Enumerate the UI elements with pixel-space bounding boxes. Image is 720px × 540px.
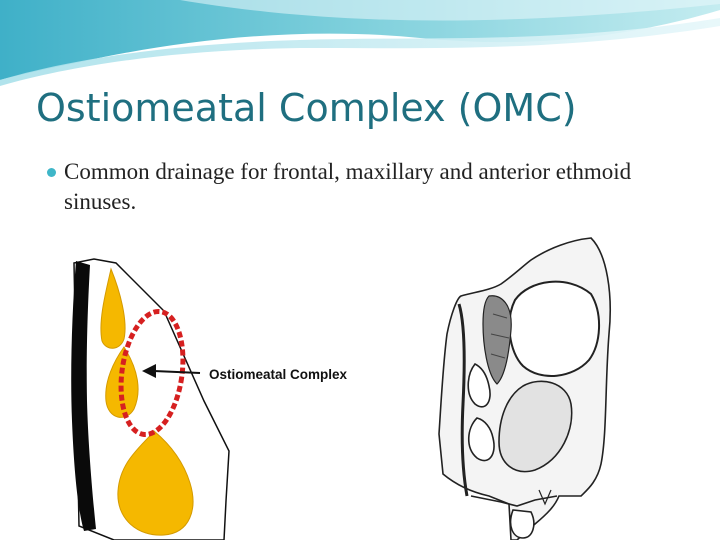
middle-turbinate <box>467 362 491 408</box>
coronal-sinus-drawing <box>431 234 619 540</box>
tooth-shape <box>509 509 535 539</box>
inferior-turbinate <box>467 417 495 462</box>
orbit-outline <box>508 280 601 378</box>
bullet-text: Common drainage for frontal, maxillary a… <box>64 159 632 214</box>
bullet-item: Common drainage for frontal, maxillary a… <box>44 157 684 217</box>
header-wave-decoration <box>0 0 720 86</box>
slide-title: Ostiomeatal Complex (OMC) <box>36 86 577 130</box>
nasal-septum <box>457 303 469 497</box>
arrow-head-icon <box>142 364 156 378</box>
omc-pointer-line <box>153 370 201 374</box>
septum-wall <box>71 261 96 531</box>
omc-highlight-ellipse <box>118 308 186 438</box>
frontal-sinus-shape <box>100 267 126 349</box>
maxillary-sinus-shape <box>117 430 194 536</box>
omc-label: Ostiomeatal Complex <box>209 367 348 382</box>
maxillary-sinus-outline <box>498 380 573 473</box>
ethmoid-shaded-region <box>482 295 512 385</box>
bullet-list: Common drainage for frontal, maxillary a… <box>44 157 684 217</box>
bullet-marker-icon <box>47 168 56 177</box>
omc-schematic-figure: Ostiomeatal Complex <box>54 251 361 540</box>
